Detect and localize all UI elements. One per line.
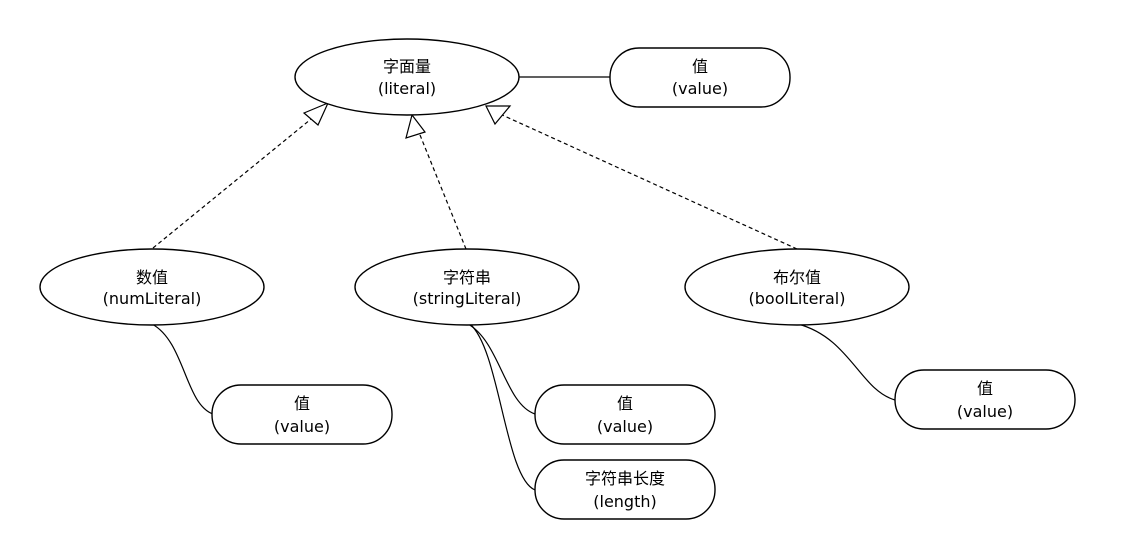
inherit-arrow-string <box>405 113 426 139</box>
node-literal-id: (literal) <box>378 79 436 98</box>
stringliteral-to-length-link <box>469 323 536 491</box>
string-value-box <box>534 384 716 445</box>
node-literal-name: 字面量 <box>383 57 431 76</box>
node-string-literal-name: 字符串 <box>443 268 491 287</box>
boolliteral-to-value-link <box>797 323 896 401</box>
num-literal-ellipse <box>39 248 265 326</box>
node-bool-value-id: (value) <box>957 402 1013 421</box>
node-num-value-id: (value) <box>274 417 330 436</box>
bool-value-box <box>894 369 1076 430</box>
numliteral-to-value-link <box>151 323 214 415</box>
node-string-length[interactable]: 字符串长度 (length) <box>534 459 716 520</box>
boolliteral-inherits-literal <box>499 113 798 250</box>
node-string-literal-id: (stringLiteral) <box>413 289 522 308</box>
literal-value-box <box>609 47 791 108</box>
node-string-length-name: 字符串长度 <box>585 469 665 488</box>
node-literal-value[interactable]: 值 (value) <box>609 47 791 108</box>
node-num-literal[interactable]: 数值 (numLiteral) <box>39 248 265 326</box>
node-bool-literal[interactable]: 布尔值 (boolLiteral) <box>684 248 910 326</box>
node-literal-value-id: (value) <box>672 79 728 98</box>
node-string-length-id: (length) <box>593 492 656 511</box>
node-string-value-name: 值 <box>617 394 633 413</box>
inherit-arrow-num <box>302 101 330 126</box>
node-bool-literal-id: (boolLiteral) <box>749 289 846 308</box>
node-num-value-name: 值 <box>294 394 310 413</box>
stringliteral-inherits-literal <box>417 129 467 250</box>
num-value-box <box>211 384 393 445</box>
node-literal[interactable]: 字面量 (literal) <box>294 38 520 116</box>
literal-ellipse <box>294 38 520 116</box>
node-bool-literal-name: 布尔值 <box>773 268 821 287</box>
node-bool-value[interactable]: 值 (value) <box>894 369 1076 430</box>
node-literal-value-name: 值 <box>692 57 708 76</box>
node-string-literal[interactable]: 字符串 (stringLiteral) <box>354 248 580 326</box>
node-num-literal-name: 数值 <box>136 268 168 287</box>
numliteral-inherits-literal <box>152 114 317 249</box>
stringliteral-to-value-link <box>467 323 536 415</box>
bool-literal-ellipse <box>684 248 910 326</box>
node-num-value[interactable]: 值 (value) <box>211 384 393 445</box>
inherit-arrow-bool <box>485 105 512 126</box>
node-string-value[interactable]: 值 (value) <box>534 384 716 445</box>
node-bool-value-name: 值 <box>977 379 993 398</box>
string-length-box <box>534 459 716 520</box>
node-num-literal-id: (numLiteral) <box>103 289 202 308</box>
node-string-value-id: (value) <box>597 417 653 436</box>
string-literal-ellipse <box>354 248 580 326</box>
